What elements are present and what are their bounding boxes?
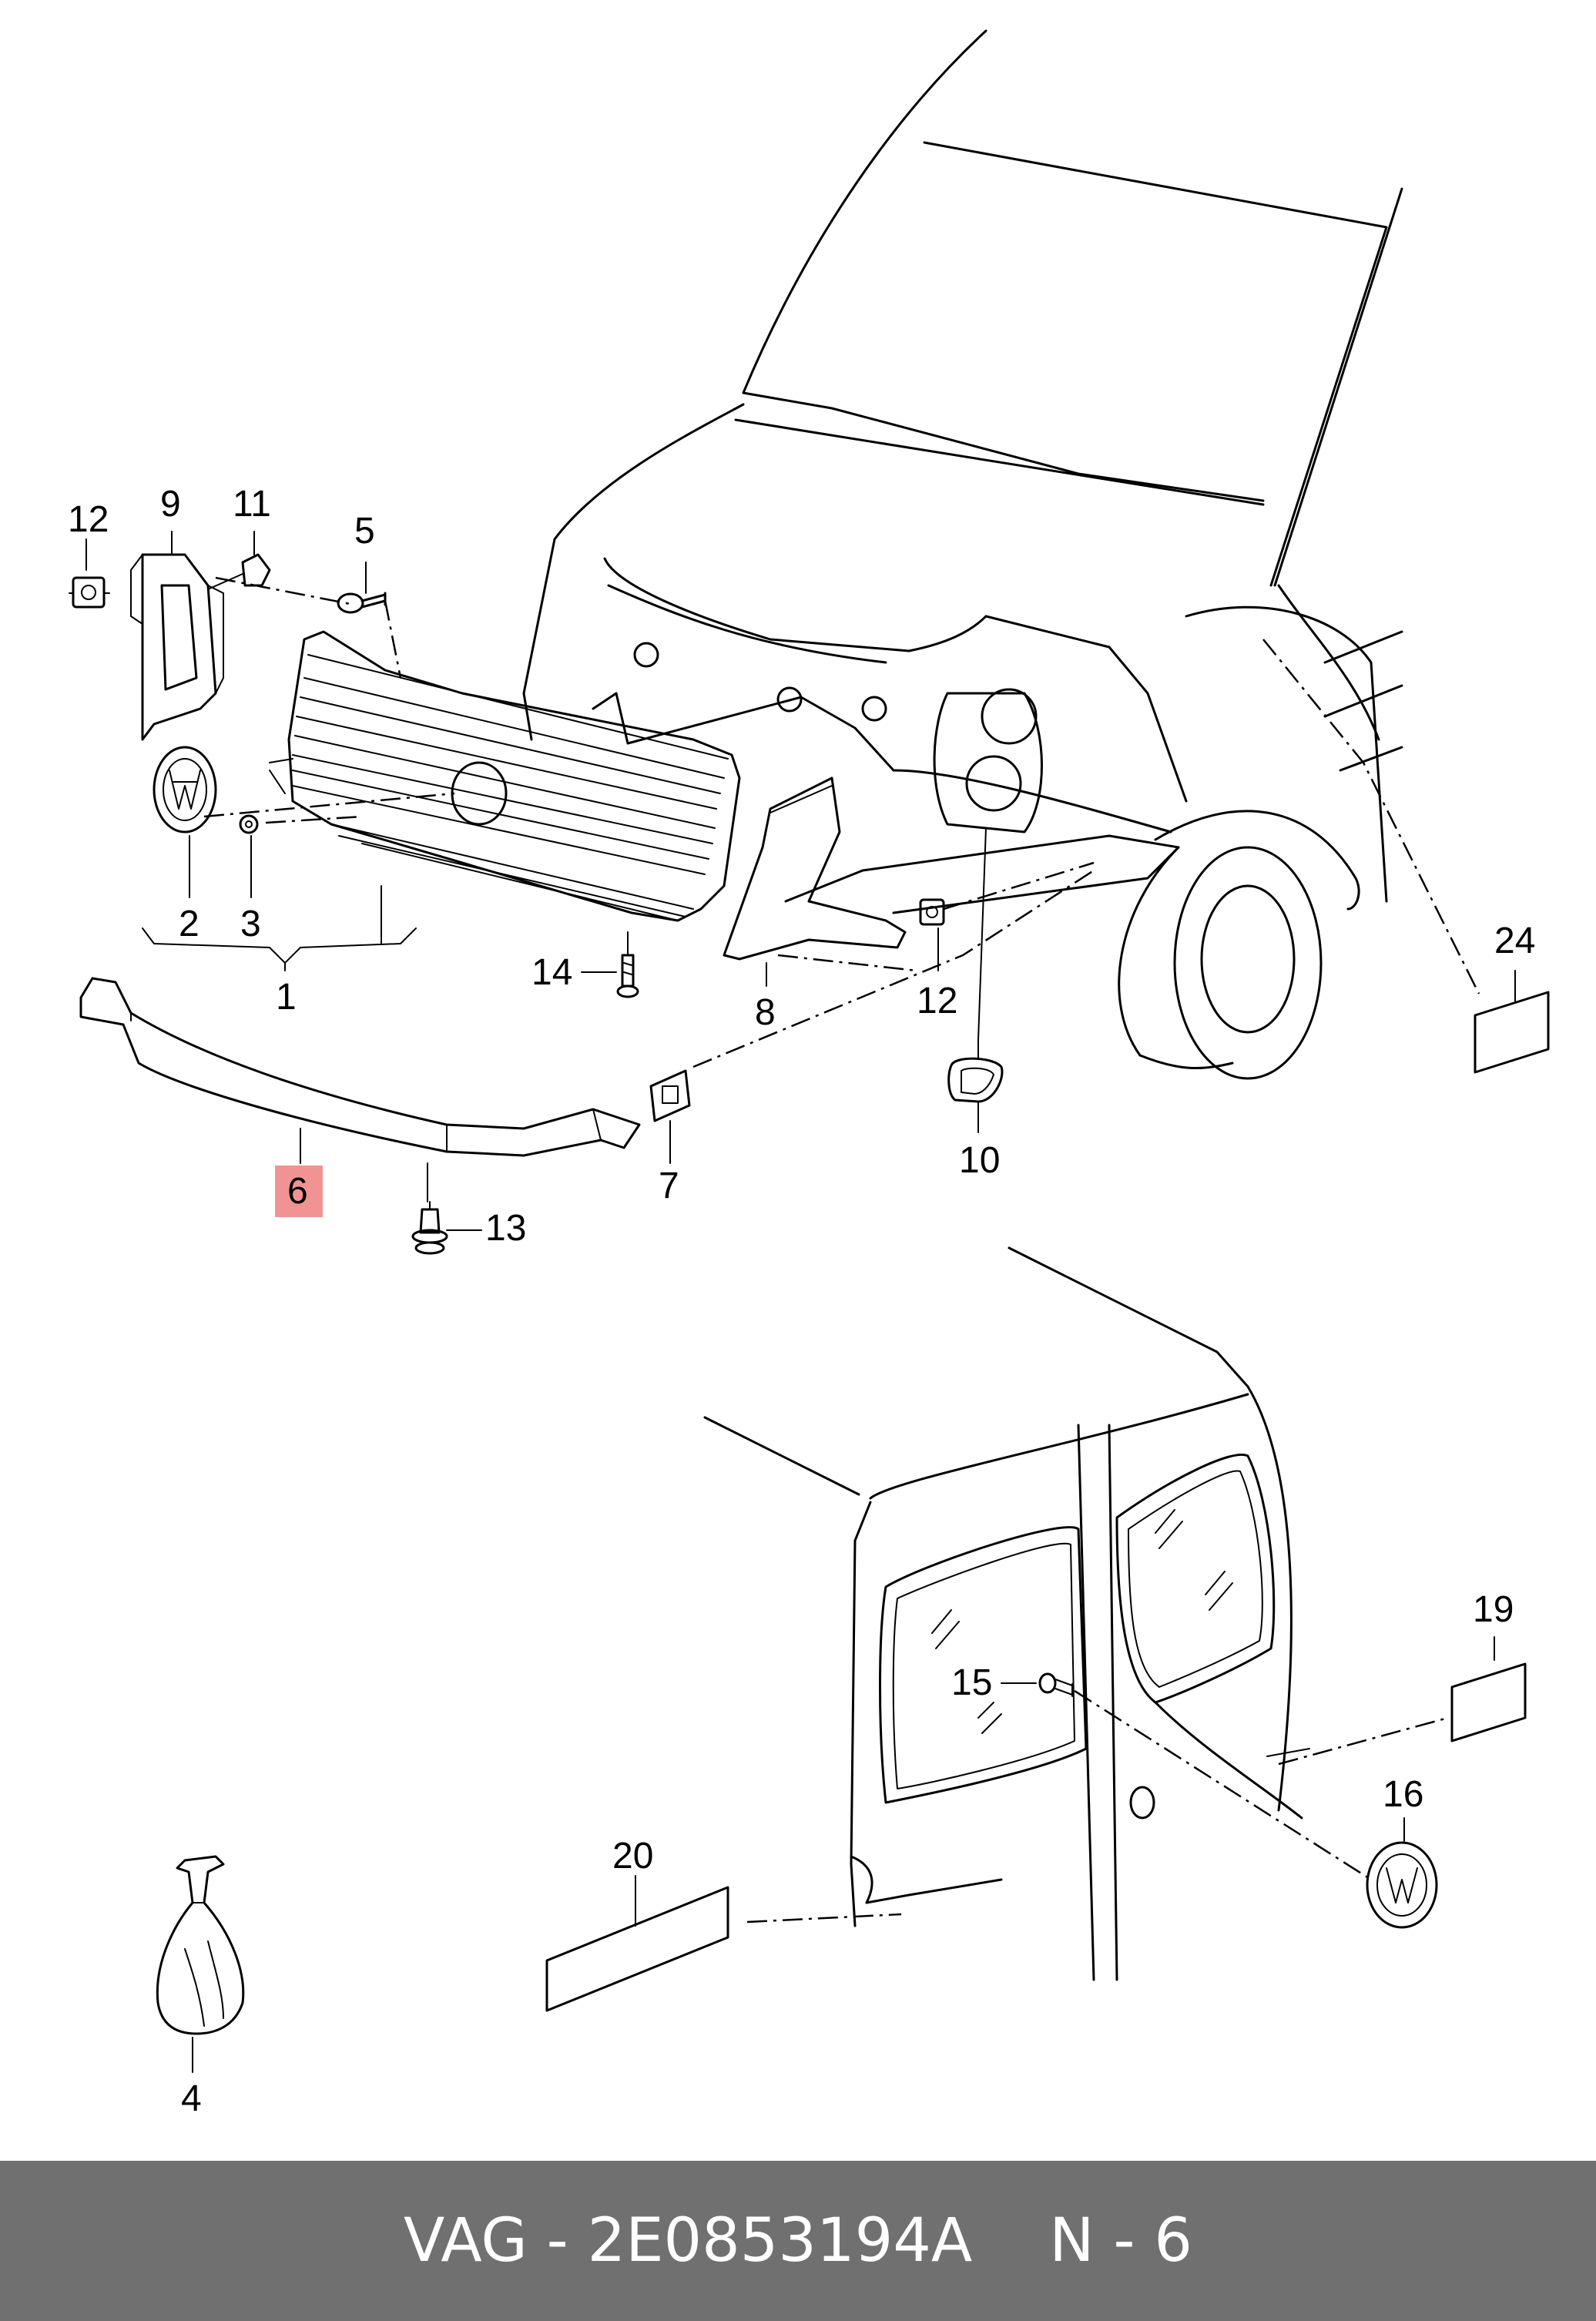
front-van-body — [522, 29, 1403, 1080]
callout-14: 14 — [531, 952, 572, 993]
callout-19: 19 — [1473, 1589, 1514, 1630]
part-11-nut — [207, 553, 271, 590]
callout-12-right: 12 — [917, 981, 957, 1021]
rear-van-body — [703, 1246, 1310, 1981]
callout-6: 6 — [287, 1171, 308, 1212]
callout-12-left: 12 — [68, 499, 109, 540]
part-19-label — [1450, 1662, 1527, 1742]
part-20-label — [545, 1886, 729, 2012]
parts-diagram: 1 2 3 4 5 6 7 8 9 10 11 12 12 13 14 15 1… — [68, 29, 1550, 2119]
part-12-clip-right — [919, 898, 945, 926]
connector-lines — [203, 576, 1480, 1924]
callout-7: 7 — [659, 1166, 679, 1206]
position-number: N - 6 — [1049, 2206, 1192, 2276]
callout-15: 15 — [951, 1662, 992, 1703]
callout-5: 5 — [354, 511, 375, 552]
callout-16: 16 — [1383, 1774, 1423, 1815]
callout-10: 10 — [959, 1140, 1000, 1181]
part-4-bag — [156, 1855, 245, 2035]
part-2-vw-emblem — [153, 746, 217, 833]
part-16-vw-emblem — [1366, 1841, 1438, 1929]
part-number: VAG - 2E0853194A — [404, 2206, 973, 2276]
callout-3: 3 — [240, 904, 261, 944]
part-24-label — [1474, 991, 1550, 1074]
callout-4: 4 — [181, 2078, 202, 2119]
part-15-bolt — [1038, 1672, 1073, 1697]
part-10-cover — [947, 1057, 1004, 1103]
part-number-footer: VAG - 2E0853194A N - 6 — [0, 2161, 1596, 2321]
callout-24: 24 — [1494, 921, 1535, 961]
part-13-clip — [411, 1201, 448, 1255]
part-7-clip — [649, 1069, 691, 1122]
part-14-screw — [616, 954, 639, 998]
part-8-side-trim — [723, 776, 907, 961]
callout-9: 9 — [160, 484, 181, 525]
callout-8: 8 — [755, 992, 776, 1033]
part-6-trim-strip — [79, 977, 641, 1157]
callout-13: 13 — [485, 1208, 526, 1249]
callout-1: 1 — [276, 977, 297, 1018]
callout-labels: 1 2 3 4 5 6 7 8 9 10 11 12 12 13 14 15 1… — [68, 484, 1535, 2119]
callout-11: 11 — [233, 484, 271, 525]
part-9-bracket — [130, 553, 224, 741]
part-3-nut — [239, 814, 259, 834]
part-12-clip-left — [69, 576, 110, 609]
callout-2: 2 — [179, 904, 200, 944]
part-5-bolt — [337, 592, 387, 614]
highlight-box — [275, 1166, 323, 1217]
callout-20: 20 — [612, 1836, 653, 1877]
part-1-grille — [269, 630, 741, 922]
leader-lines — [86, 531, 1516, 2073]
